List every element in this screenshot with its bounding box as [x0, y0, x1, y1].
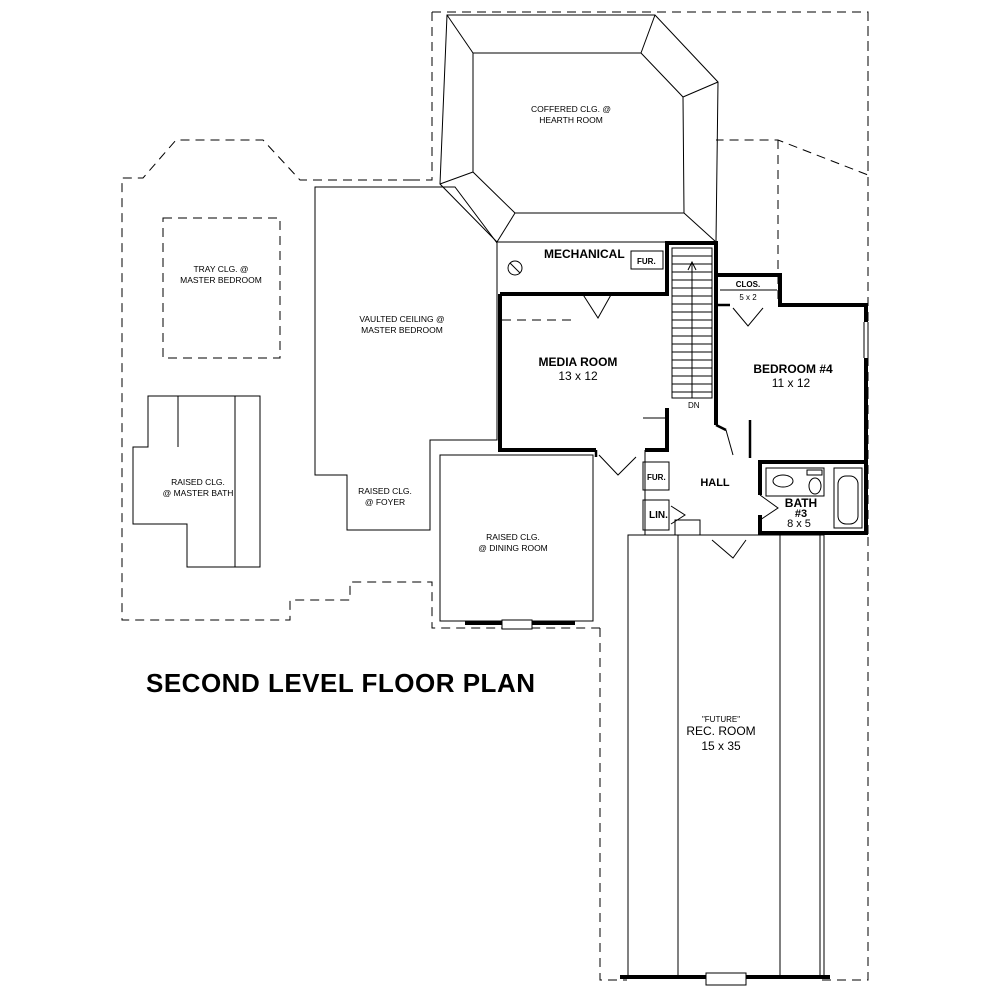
rec-room: "FUTURE" REC. ROOM 15 x 35 — [620, 534, 830, 986]
bedroom4-size: 11 x 12 — [772, 376, 811, 390]
rec-room-note: "FUTURE" — [702, 715, 740, 724]
media-room: MEDIA ROOM 13 x 12 — [539, 355, 637, 476]
vaulted-master-bedroom: VAULTED CEILING @ MASTER BEDROOM RAISED … — [314, 186, 498, 531]
master-bath-label-2: @ MASTER BATH — [163, 488, 234, 498]
foyer-label-1: RAISED CLG. — [358, 486, 412, 496]
stair-dn-label: DN — [688, 401, 700, 410]
rec-room-size: 15 x 35 — [701, 739, 741, 753]
bath-3: BATH #3 8 x 5 — [759, 467, 863, 530]
linen-label: LIN. — [649, 510, 668, 521]
tray-label-1: TRAY CLG. @ — [193, 264, 248, 274]
dining-label-1: RAISED CLG. — [486, 532, 540, 542]
dining-room: RAISED CLG. @ DINING ROOM — [439, 454, 594, 630]
hall-label: HALL — [700, 477, 730, 489]
coffered-label-2: HEARTH ROOM — [539, 115, 603, 125]
closet-name: CLOS. — [736, 280, 760, 289]
bath3-size: 8 x 5 — [787, 518, 811, 530]
bath3-number: #3 — [795, 508, 807, 520]
master-bath-label-1: RAISED CLG. — [171, 477, 225, 487]
fur-mech-label: FUR. — [637, 257, 656, 266]
closet-size: 5 x 2 — [739, 293, 757, 302]
media-room-name: MEDIA ROOM — [539, 355, 618, 369]
walls — [498, 241, 868, 535]
mechanical-label: MECHANICAL — [544, 247, 625, 261]
plan-title: SECOND LEVEL FLOOR PLAN — [146, 668, 536, 698]
bedroom-4: BEDROOM #4 11 x 12 — [753, 322, 869, 390]
closet: CLOS. 5 x 2 — [720, 280, 777, 327]
dashed-outlines — [121, 11, 869, 981]
stair: DN — [671, 247, 713, 410]
bedroom4-name: BEDROOM #4 — [753, 362, 833, 376]
master-bath-ceiling: RAISED CLG. @ MASTER BATH — [132, 395, 261, 568]
media-room-size: 13 x 12 — [558, 369, 598, 383]
vaulted-label-1: VAULTED CEILING @ — [359, 314, 444, 324]
tray-label-2: MASTER BEDROOM — [180, 275, 262, 285]
rec-room-name: REC. ROOM — [686, 724, 755, 738]
dining-label-2: @ DINING ROOM — [478, 543, 548, 553]
tray-ceiling: TRAY CLG. @ MASTER BEDROOM — [180, 264, 262, 285]
coffered-ceiling: COFFERED CLG. @ HEARTH ROOM — [439, 14, 719, 243]
coffered-label-1: COFFERED CLG. @ — [531, 104, 611, 114]
hall: HALL FUR. LIN. — [642, 417, 747, 559]
mechanical-room: MECHANICAL FUR. — [496, 243, 664, 319]
fur-hall-label: FUR. — [647, 473, 666, 482]
vaulted-label-2: MASTER BEDROOM — [361, 325, 443, 335]
bath3-name: BATH — [785, 496, 817, 510]
foyer-label-2: @ FOYER — [365, 497, 405, 507]
